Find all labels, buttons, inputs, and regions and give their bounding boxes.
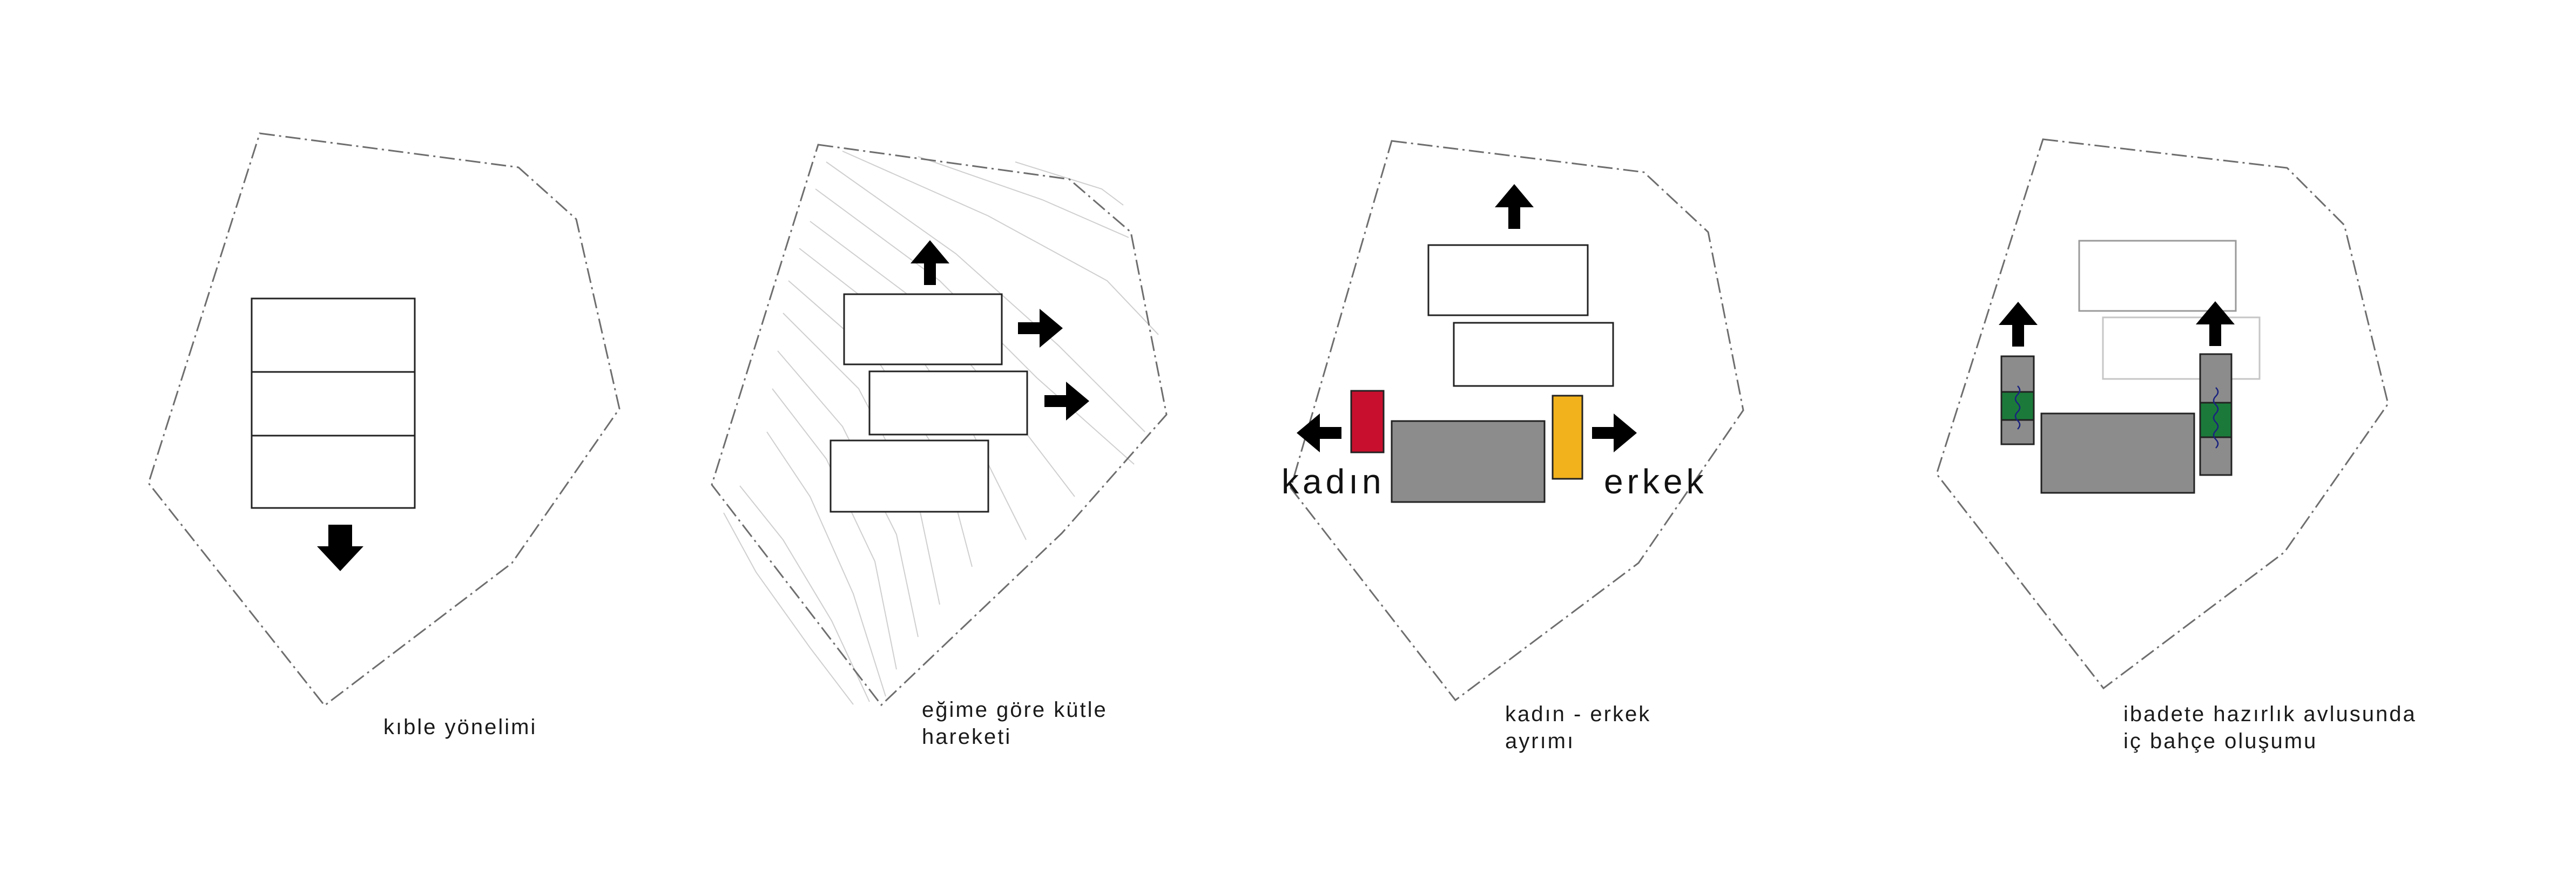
courtyard-block — [2000, 419, 2035, 445]
caption-line: ibadete hazırlık avlusunda — [2123, 702, 2417, 726]
water-squiggle-icon — [2213, 387, 2219, 449]
men-section-block — [1552, 395, 1583, 480]
caption-line: hareketi — [922, 725, 1012, 749]
caption-line: kadın - erkek — [1505, 702, 1651, 726]
garden-block — [2000, 391, 2035, 421]
arrow-down-icon — [317, 525, 363, 571]
site-boundary — [147, 132, 621, 707]
women-label: kadın — [1282, 462, 1385, 501]
panel-gender-separation — [1290, 140, 1744, 702]
site-boundary — [711, 144, 1168, 707]
panel-slope-mass — [711, 144, 1168, 707]
mass-block-top — [1427, 244, 1589, 316]
caption-slope: eğime göre kütle hareketi — [922, 696, 1108, 750]
caption-line: ayrımı — [1505, 729, 1575, 753]
arrow-up-icon — [911, 240, 949, 285]
arrow-up-icon — [2196, 301, 2235, 346]
mass-block-second — [1453, 322, 1614, 387]
caption-line: eğime göre kütle — [922, 698, 1108, 722]
main-prayer-hall — [2040, 412, 2195, 494]
mass-block-upper — [843, 293, 1003, 365]
panel-inner-garden — [1936, 138, 2389, 690]
arrow-right-icon — [1044, 382, 1089, 421]
mass-block-top — [251, 297, 416, 373]
caption-line: iç bahçe oluşumu — [2123, 729, 2318, 753]
arrow-up-icon — [1495, 184, 1534, 229]
main-prayer-hall — [1391, 420, 1546, 503]
ghost-block-top — [2078, 240, 2237, 312]
arrow-right-icon — [1592, 413, 1637, 452]
garden-block — [2199, 402, 2233, 438]
caption-line: kıble yönelimi — [383, 715, 537, 739]
courtyard-block — [2199, 436, 2233, 476]
mass-block-lower — [830, 439, 989, 513]
mass-block-bottom — [251, 435, 416, 509]
caption-gender: kadın - erkek ayrımı — [1505, 701, 1651, 755]
mass-block-middle — [251, 371, 416, 437]
mass-block-middle — [868, 370, 1028, 436]
caption-qibla: kıble yönelimi — [383, 714, 537, 741]
men-label: erkek — [1604, 462, 1708, 501]
ghost-block-second — [2102, 316, 2261, 380]
water-squiggle-icon — [2014, 385, 2021, 430]
site-boundary — [1936, 138, 2389, 690]
panel-qibla-orientation — [147, 132, 621, 707]
site-boundary — [1290, 140, 1744, 702]
caption-garden: ibadete hazırlık avlusunda iç bahçe oluş… — [2123, 701, 2417, 755]
arrow-up-icon — [1999, 302, 2038, 347]
women-section-block — [1350, 390, 1385, 453]
